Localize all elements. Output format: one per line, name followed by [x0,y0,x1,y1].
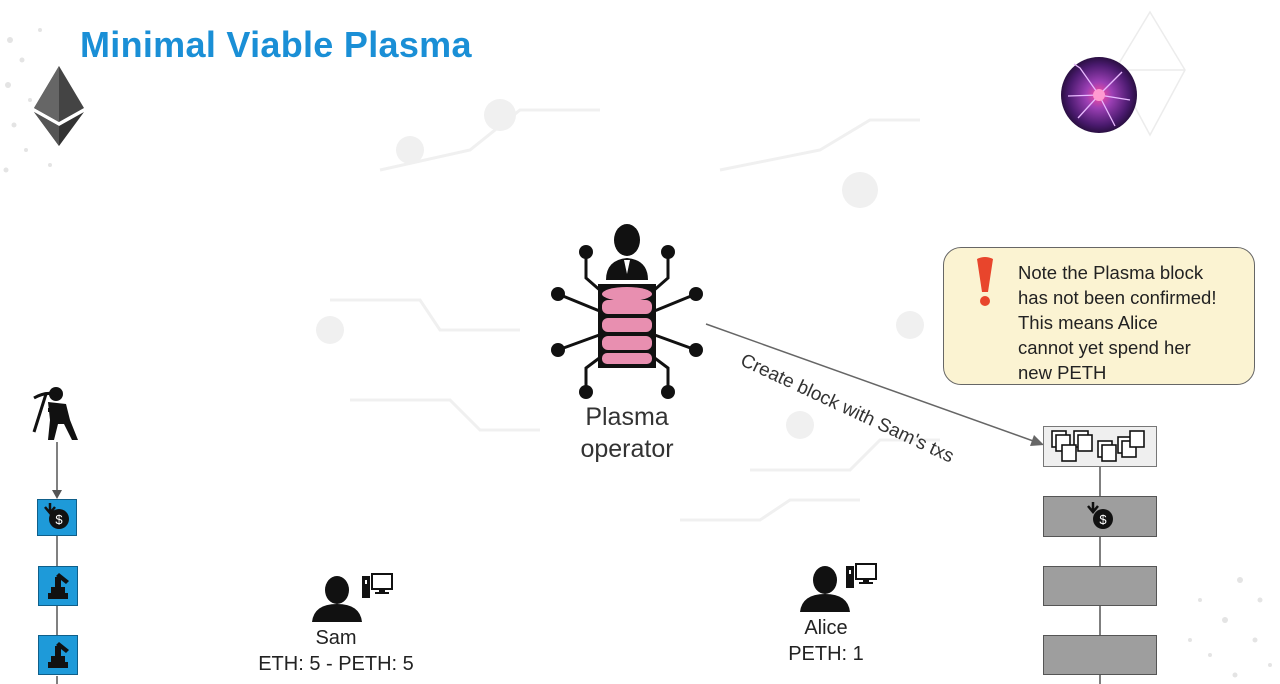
callout-line: has not been confirmed! [1018,287,1217,308]
root-chain-block-deposit: $ [37,499,77,536]
ethereum-logo-icon [34,66,84,146]
callout-line: cannot yet spend her [1018,337,1191,358]
sam-balance: ETH: 5 - PETH: 5 [258,653,414,675]
callout-line: Note the Plasma block [1018,262,1204,283]
plasma-operator-icon [551,224,703,399]
root-chain-block [38,635,78,675]
deposit-coin-icon: $ [44,503,69,529]
plasma-operator-label: Plasma operator [580,403,674,463]
stamp-icon [48,573,69,599]
sam-user-icon [312,573,393,622]
callout-text: Note the Plasma block has not been confi… [1018,260,1250,385]
alice-user-icon [800,563,877,612]
root-chain-line [52,442,62,684]
exclamation-icon [977,257,993,306]
plasma-block [1043,566,1157,606]
documents-icon [1051,430,1145,462]
callout-line: This means Alice [1018,312,1158,333]
page-title: Minimal Viable Plasma [80,24,472,65]
alice-name: Alice [804,617,848,639]
root-chain-block [38,566,78,606]
sam-name: Sam [315,627,357,649]
plasma-ball-icon [1061,57,1137,133]
create-block-arrow [705,323,1044,446]
svg-text:$: $ [55,512,63,527]
pending-plasma-block [1043,426,1157,467]
deposit-coin-icon: $ [1087,502,1113,529]
plasma-block [1043,635,1157,675]
alice-balance: PETH: 1 [788,643,864,665]
miner-icon [32,387,78,440]
warning-callout: Note the Plasma block has not been confi… [943,247,1255,385]
svg-text:$: $ [1099,512,1107,527]
callout-line: new PETH [1018,362,1107,383]
plasma-block-deposit: $ [1043,496,1157,537]
stamp-icon [48,642,69,668]
